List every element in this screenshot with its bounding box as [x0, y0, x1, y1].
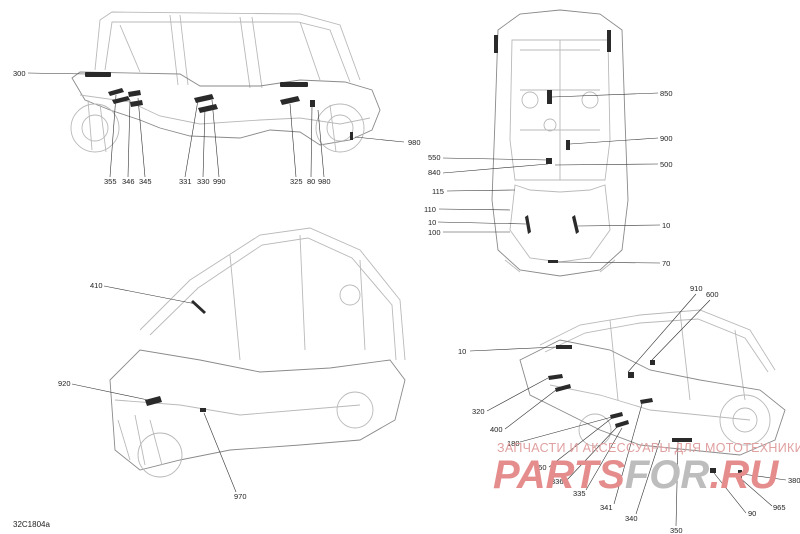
- callout-label: 10: [428, 218, 436, 227]
- callout-label: 341: [600, 503, 613, 512]
- top-view-callouts: 850 900 550 840 500 115 110 10 100 10 70: [424, 89, 673, 268]
- callout-label: 80: [307, 177, 315, 186]
- callout-label: 100: [428, 228, 441, 237]
- callout-label: 980: [318, 177, 331, 186]
- rear-quarter-view-callouts: 910 600 10 320 400 180 560 336 335 341 3…: [458, 284, 800, 534]
- callout-label: 840: [428, 168, 441, 177]
- callout-label: 335: [573, 489, 586, 498]
- callout-label: 500: [660, 160, 673, 169]
- side-view-callouts: 300 355 346 345 331 330 990 325 80 980 9…: [13, 69, 421, 186]
- callout-label: 380: [788, 476, 800, 485]
- callout-label: 325: [290, 177, 303, 186]
- callout-label: 180: [507, 439, 520, 448]
- callout-label: 850: [660, 89, 673, 98]
- watermark: ЗАПЧАСТИ И АКСЕССУАРЫ ДЛЯ МОТОТЕХНИКИ PA…: [493, 441, 800, 497]
- callout-label: 70: [662, 259, 670, 268]
- callout-label: 320: [472, 407, 485, 416]
- watermark-logo: PARTSFOR.RU: [493, 453, 779, 497]
- callout-label: 600: [706, 290, 719, 299]
- watermark-subtitle: ЗАПЧАСТИ И АКСЕССУАРЫ ДЛЯ МОТОТЕХНИКИ: [497, 441, 800, 455]
- callout-label: 970: [234, 492, 247, 501]
- callout-label: 300: [13, 69, 26, 78]
- rear-quarter-view-illustration: [519, 309, 786, 478]
- watermark-logo-part1: PARTS: [493, 453, 625, 497]
- callout-label: 550: [428, 153, 441, 162]
- callout-label: 330: [197, 177, 210, 186]
- callout-label: 331: [179, 177, 192, 186]
- callout-label: 10: [458, 347, 466, 356]
- callout-label: 980: [408, 138, 421, 147]
- callout-label: 910: [690, 284, 703, 293]
- front-quarter-view-callouts: 410 920 970: [58, 281, 247, 501]
- callout-label: 346: [122, 177, 135, 186]
- callout-label: 355: [104, 177, 117, 186]
- front-quarter-view-illustration: [109, 227, 406, 478]
- callout-label: 400: [490, 425, 503, 434]
- figure-code: 32C1804a: [13, 520, 50, 529]
- callout-label: 410: [90, 281, 103, 290]
- watermark-logo-part3: .RU: [709, 453, 779, 497]
- callout-label: 350: [670, 526, 683, 534]
- callout-label: 560: [534, 463, 547, 472]
- watermark-logo-part2: FOR: [625, 453, 710, 497]
- callout-label: 990: [213, 177, 226, 186]
- side-view-illustration: [70, 11, 381, 153]
- callout-label: 115: [432, 187, 444, 196]
- callout-label: 965: [773, 503, 786, 512]
- callout-label: 340: [625, 514, 638, 523]
- top-view-illustration: [491, 9, 629, 277]
- callout-label: 920: [58, 379, 71, 388]
- callout-label: 900: [660, 134, 673, 143]
- callout-label: 90: [748, 509, 756, 518]
- callout-label: 110: [424, 205, 436, 214]
- callout-label: 336: [551, 477, 564, 486]
- callout-label: 345: [139, 177, 152, 186]
- callout-label: 10: [662, 221, 670, 230]
